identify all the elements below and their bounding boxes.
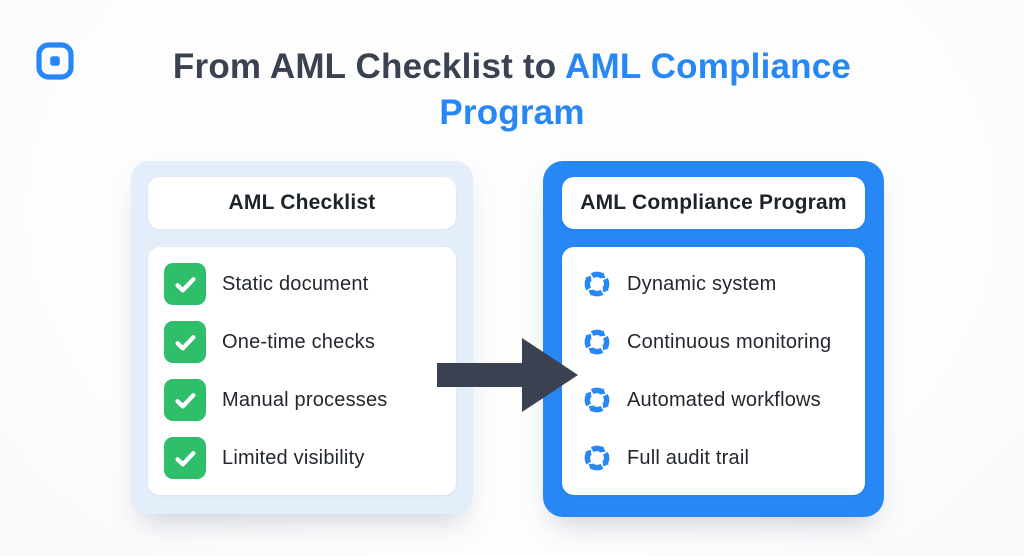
list-item-label: Automated workflows xyxy=(627,388,821,411)
list-item-label: One-time checks xyxy=(222,330,376,353)
aml-compliance-card-body: Dynamic system Continuous monitoring xyxy=(562,247,865,495)
list-item: Automated workflows xyxy=(580,371,855,429)
list-item: Full audit trail xyxy=(580,429,855,487)
square-in-square-icon xyxy=(36,42,74,80)
checkmark-icon xyxy=(164,321,206,363)
list-item: Static document xyxy=(164,255,446,313)
page-title-highlight: AML Compliance Program xyxy=(439,47,852,132)
page-title-prefix: From AML Checklist to xyxy=(172,47,557,86)
right-arrow-icon xyxy=(437,338,578,412)
list-item-label: Full audit trail xyxy=(627,446,750,469)
list-item-label: Manual processes xyxy=(222,388,388,411)
page-title: From AML Checklist to AML Compliance Pro… xyxy=(122,44,902,136)
sync-icon xyxy=(580,325,614,359)
list-item-label: Limited visibility xyxy=(222,446,365,469)
checkmark-icon xyxy=(164,437,206,479)
sync-icon xyxy=(580,267,614,301)
list-item: Limited visibility xyxy=(164,429,446,487)
aml-compliance-card-title: AML Compliance Program xyxy=(562,177,865,229)
list-item-label: Continuous monitoring xyxy=(627,330,832,353)
list-item: Manual processes xyxy=(164,371,446,429)
list-item-label: Static document xyxy=(222,272,369,295)
aml-compliance-program-card: AML Compliance Program Dynamic system xyxy=(543,161,884,517)
aml-checklist-card-title: AML Checklist xyxy=(148,177,456,229)
checkmark-icon xyxy=(164,379,206,421)
checkmark-icon xyxy=(164,263,206,305)
list-item-label: Dynamic system xyxy=(627,272,777,295)
sync-icon xyxy=(580,383,614,417)
list-item: One-time checks xyxy=(164,313,446,371)
aml-checklist-card-body: Static document One-time checks Manual p… xyxy=(148,247,456,495)
list-item: Continuous monitoring xyxy=(580,313,855,371)
sync-icon xyxy=(580,441,614,475)
list-item: Dynamic system xyxy=(580,255,855,313)
aml-checklist-card: AML Checklist Static document One-time c… xyxy=(131,161,473,514)
